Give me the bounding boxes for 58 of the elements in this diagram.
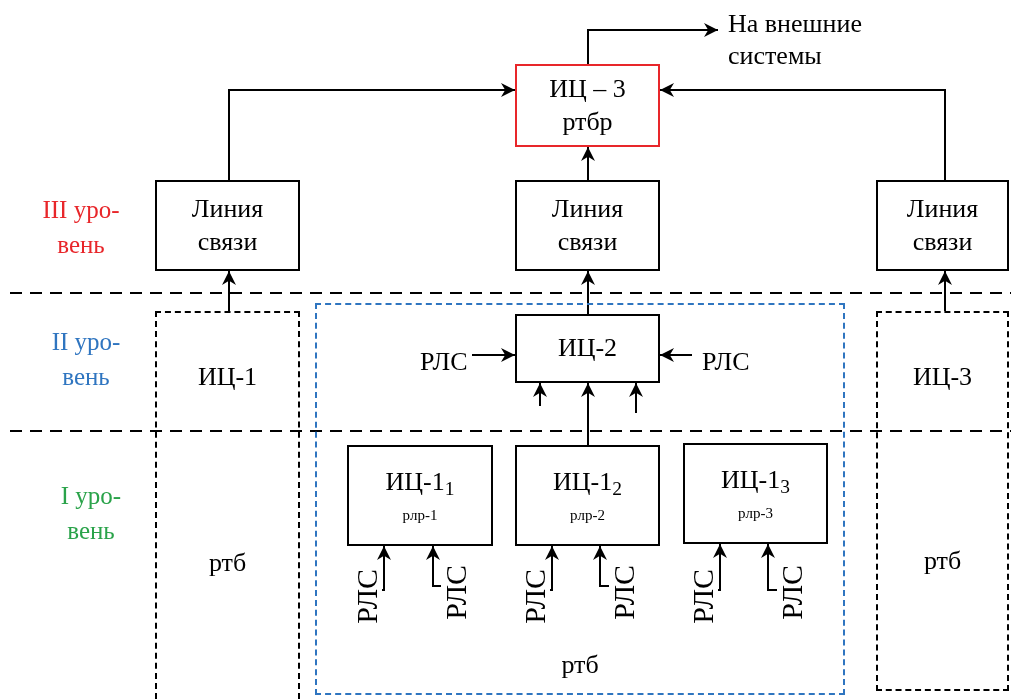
text-label: На внешние системы: [718, 4, 910, 76]
text-label: РЛС: [410, 344, 472, 380]
arrow: [581, 270, 595, 315]
text-label: РЛС: [352, 560, 382, 632]
arrow: [581, 146, 595, 181]
node-subtext: рлр-3: [738, 504, 773, 524]
node-subtext: рлр-1: [402, 506, 438, 526]
arrow: [761, 543, 778, 591]
process-box: [515, 180, 660, 271]
node-text: ртб: [922, 545, 963, 577]
process-box: [683, 443, 828, 544]
arrow: [593, 545, 610, 587]
dashed-region: [876, 311, 1009, 691]
node-text: ртб: [207, 547, 248, 579]
arrow: [377, 545, 391, 591]
process-box: [515, 314, 660, 383]
node-text: ИЦ – 3: [549, 73, 626, 105]
arrow: [659, 348, 693, 362]
arrow: [629, 382, 643, 414]
process-box: [515, 64, 660, 147]
arrow: [222, 270, 236, 312]
node-text: ИЦ-1: [196, 361, 259, 393]
dashed-region: [315, 303, 845, 695]
process-box: [155, 180, 300, 271]
arrow: [533, 382, 547, 407]
arrow: [471, 348, 516, 362]
process-box: [347, 445, 493, 546]
text-label: РЛС: [777, 556, 807, 628]
arrow: [426, 545, 442, 587]
arrow: [545, 545, 559, 591]
arrow: [581, 382, 595, 446]
dashed-region: [155, 311, 300, 699]
node-text: ИЦ-3: [911, 361, 974, 393]
node-text: ИЦ-1$_{2}$: [553, 465, 622, 499]
node-subtext: рлр-2: [570, 506, 605, 526]
arrow: [938, 270, 952, 312]
node-text: ИЦ-1$_{1}$: [385, 465, 455, 499]
node-text: ртбр: [562, 105, 613, 138]
arrow: [713, 543, 727, 591]
node-text: ИЦ-2: [557, 332, 618, 365]
node-text: ИЦ-1$_{3}$: [721, 463, 790, 497]
text-label: РЛС: [692, 344, 766, 380]
node-text: Линия связи: [190, 193, 265, 258]
process-box: [515, 445, 660, 546]
arrow: [228, 83, 516, 181]
text-label: РЛС: [609, 556, 639, 628]
arrow: [587, 23, 719, 65]
process-box: [876, 180, 1009, 271]
text-label: РЛС: [520, 560, 550, 632]
level-label: III уро- вень: [41, 195, 121, 260]
level-label: II уро- вень: [50, 327, 122, 392]
level-label: I уро- вень: [59, 481, 123, 546]
arrow: [659, 83, 946, 181]
text-label: РЛС: [688, 560, 718, 632]
node-text: Линия связи: [905, 193, 980, 258]
text-label: РЛС: [441, 556, 471, 628]
node-text: ртб: [560, 649, 600, 681]
node-text: Линия связи: [550, 193, 625, 258]
